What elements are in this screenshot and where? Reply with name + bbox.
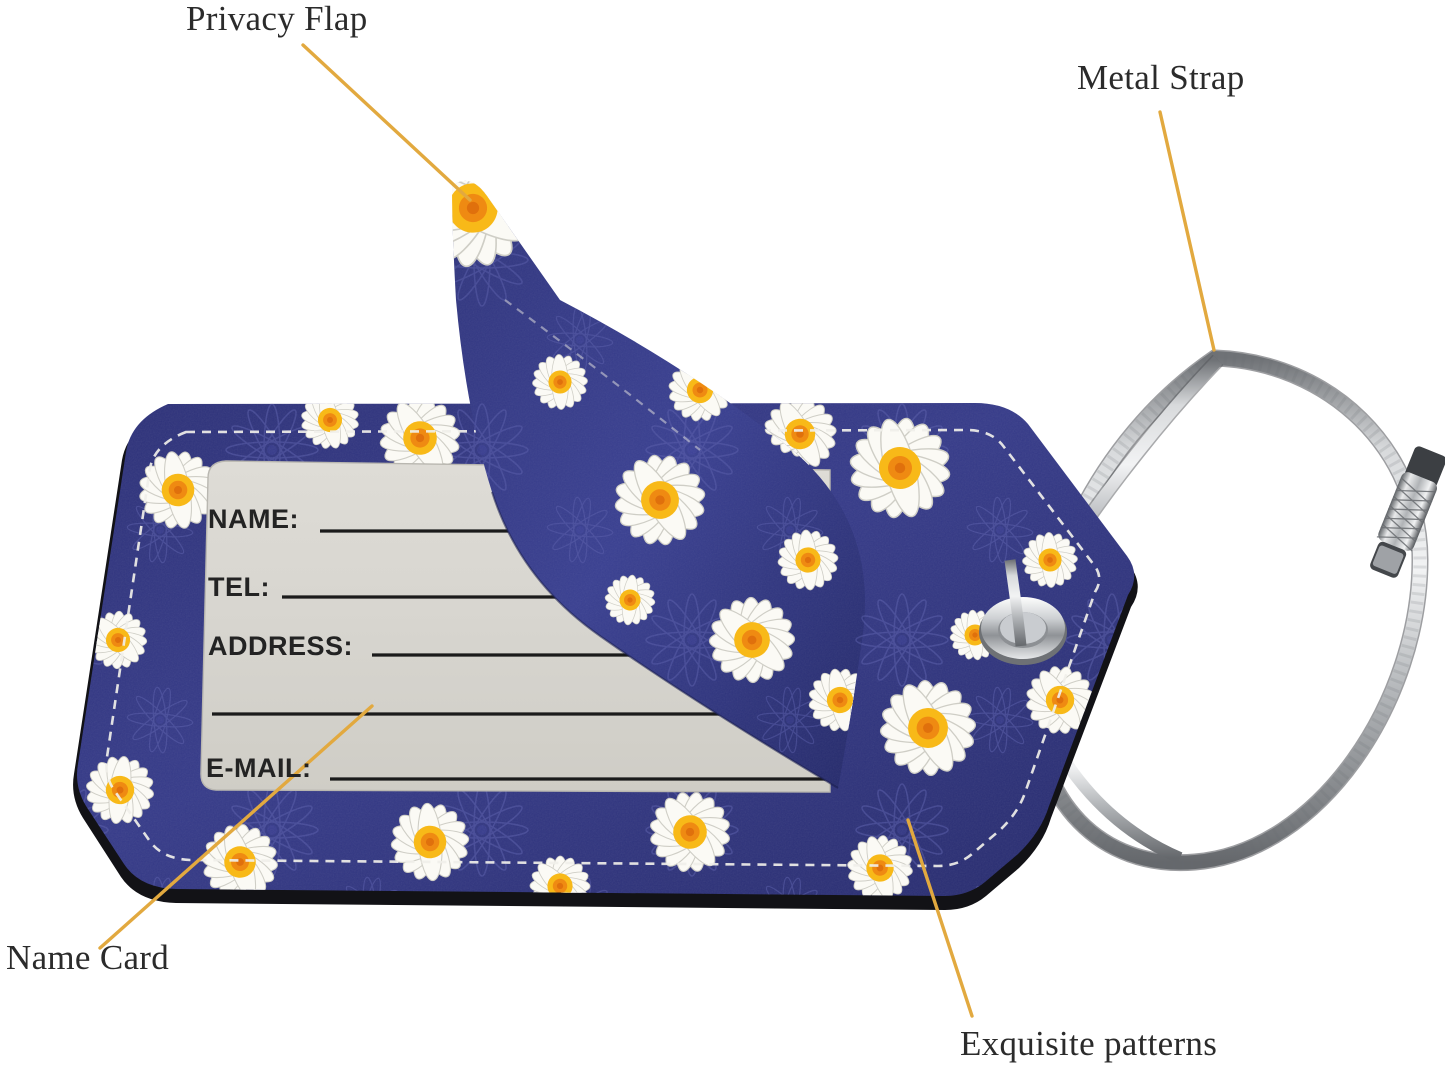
leader-exq-pattern <box>906 818 974 1018</box>
metal-strap-clasp <box>1370 446 1445 578</box>
annotation-exquisite-patterns: Exquisite patterns <box>960 1024 1218 1063</box>
leader-privacy-flap <box>301 43 472 202</box>
leader-metal-strap <box>1158 110 1216 352</box>
annotation-metal-strap: Metal Strap <box>1077 58 1245 97</box>
annotation-privacy-flap: Privacy Flap <box>186 0 368 38</box>
annotation-name-card: Name Card <box>6 938 170 977</box>
grommet <box>979 559 1067 665</box>
leader-name-card <box>98 704 374 950</box>
leader-lines <box>98 43 1216 1018</box>
